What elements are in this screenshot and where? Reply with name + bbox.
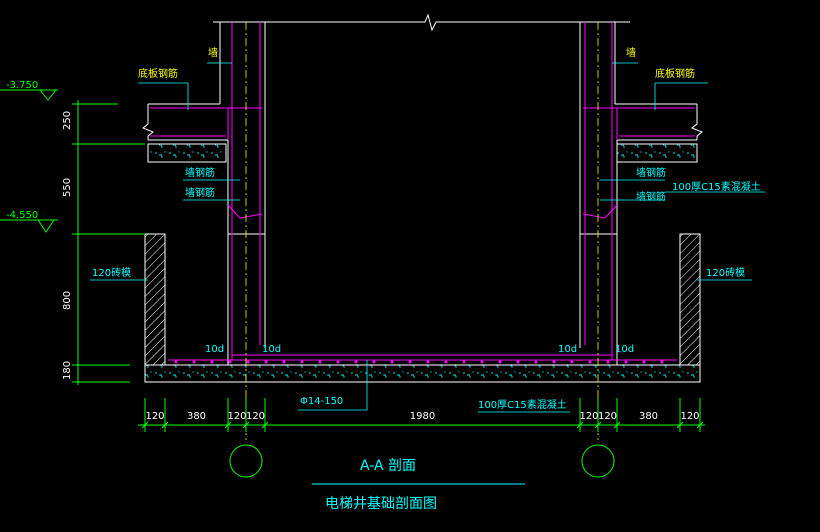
hdim-label: 120 [227,411,246,422]
horizontal-dimension-chain [138,398,705,432]
cushion-bottom [144,364,701,383]
label-slab-rebar-right: 底板钢筋 [655,67,695,80]
rebar-dot [192,360,196,364]
rebar-dot [390,360,394,364]
label-wall-left: 墙 [208,46,218,59]
rebar-dot [624,360,628,364]
drawing-name: 电梯井基础剖面图 [325,495,437,512]
centerlines [245,22,599,440]
dim-slash [161,421,169,429]
rebar-dot [570,360,574,364]
rebar-dot [444,360,448,364]
label-anchor-2: 10d [262,344,281,355]
elevation-marker-lower [0,219,58,233]
rebar-dot [552,360,556,364]
dim-slash [242,421,250,429]
label-anchor-3: 10d [558,344,577,355]
rebar-dot [210,360,214,364]
label-wall-right: 墙 [626,46,636,59]
label-wall-rebar-1-left: 墙钢筋 [185,166,215,179]
elevation-marker-upper [0,89,58,101]
rebar-dot [282,360,286,364]
brick-wall-left [144,233,166,366]
dim-slash [576,421,584,429]
rebar-dot [660,360,664,364]
structure-outline [142,13,703,366]
rebar-dot [462,360,466,364]
dim-slash [224,421,232,429]
vdim-800: 800 [62,291,73,310]
top-break-line [213,13,630,32]
hdim-label: 120 [579,411,598,422]
rebar-dot [228,360,232,364]
dim-slash [261,421,269,429]
label-anchor-1: 10d [205,344,224,355]
hdim-label: 380 [187,411,206,422]
label-wall-rebar-1-right: 墙钢筋 [636,166,666,179]
rebar-dot [606,360,610,364]
rebar-dot [408,360,412,364]
hdim-label: 380 [639,411,658,422]
label-slab-rebar-left: 底板钢筋 [138,67,178,80]
rebar-dot [588,360,592,364]
label-wall-rebar-2-left: 墙钢筋 [185,186,215,199]
axis-bubble-right [581,444,615,478]
label-cushion-upper: 100厚C15素混凝土 [672,180,761,193]
vertical-dimension-chain [72,100,145,385]
vdim-550: 550 [62,178,73,197]
rebar-dot [498,360,502,364]
rebar-dot [174,360,178,364]
rebar-dot [300,360,304,364]
rebar-dot [372,360,376,364]
slab-break-left [142,104,154,140]
rebar-dot [354,360,358,364]
rebar-dot [516,360,520,364]
hdim-label: 120 [246,411,265,422]
dim-slash [594,421,602,429]
leaders [90,62,765,413]
elevation-lower-label: -4.550 [6,210,38,221]
label-brick-left: 120砖模 [92,266,131,279]
label-wall-rebar-2-right: 墙钢筋 [636,190,666,203]
section-title: A-A 剖面 [360,458,416,474]
cushion-left [147,143,227,163]
dim-slash [613,421,621,429]
rebar-dots [174,360,664,364]
rebar-dot [264,360,268,364]
dim-slash [676,421,684,429]
vdim-250: 250 [62,111,73,130]
rebar-dot [336,360,340,364]
hdim-label: 120 [145,411,164,422]
label-anchor-4: 10d [615,344,634,355]
rebar-dot [318,360,322,364]
elevation-upper-label: -3.750 [6,80,38,91]
axis-bubble-left [229,444,263,478]
rebar-dot [480,360,484,364]
dim-slash [696,421,704,429]
rebar-dot [246,360,250,364]
brick-wall-right [679,233,701,366]
label-cushion-lower: 100厚C15素混凝土 [478,398,567,411]
hdim-label: 1980 [410,411,435,422]
cushion-right [616,143,698,163]
label-brick-right: 120砖模 [706,266,745,279]
slab-break-right [691,104,703,140]
vdim-180: 180 [62,361,73,380]
hdim-label: 120 [598,411,617,422]
hdim-label: 120 [680,411,699,422]
rebar [150,22,695,361]
dim-slash [141,421,149,429]
rebar-dot [426,360,430,364]
rebar-dot [534,360,538,364]
label-rebar-spec: Φ14-150 [300,396,343,407]
rebar-dot [642,360,646,364]
